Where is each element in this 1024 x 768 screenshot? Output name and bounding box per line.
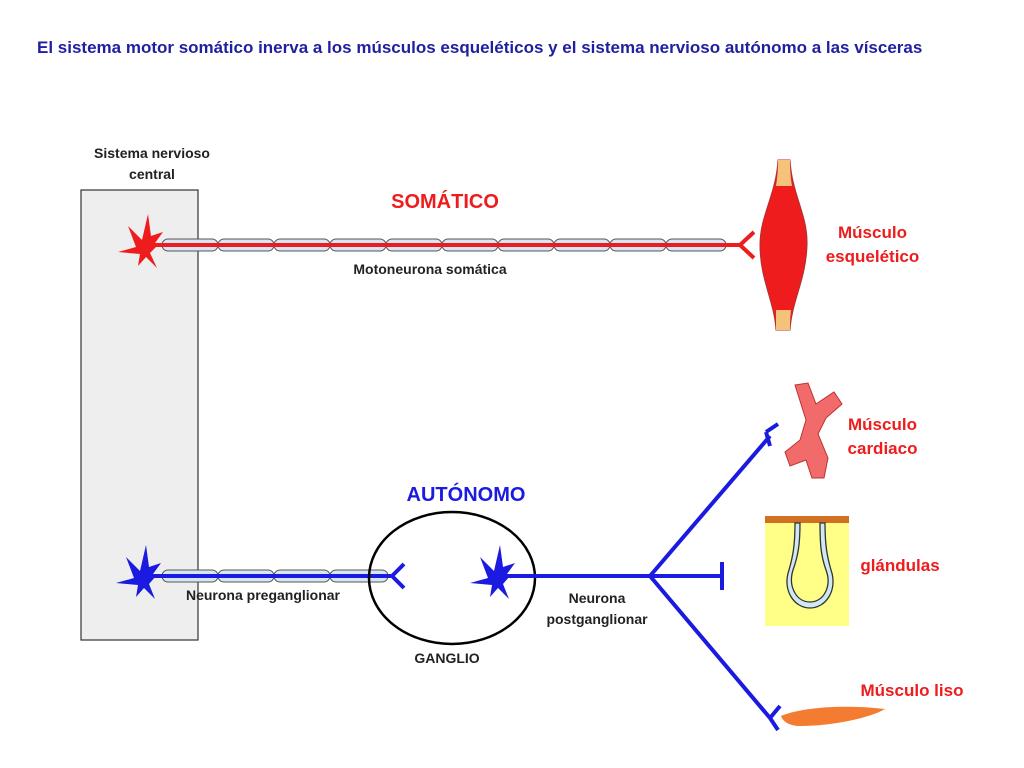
somatic-neuron-label: Motoneurona somática <box>353 261 507 277</box>
smooth-muscle-label: Músculo liso <box>860 681 964 700</box>
cns-label-line1: Sistema nervioso <box>94 145 210 161</box>
cardiac-label-line2: cardiaco <box>847 439 918 458</box>
cardiac-muscle-label: Músculo cardiaco <box>825 413 940 461</box>
cardiac-terminal <box>764 422 780 447</box>
skeletal-tendon-top <box>776 160 792 186</box>
smooth-muscle-shape <box>781 706 885 726</box>
postganglionic-label-line2: postganglionar <box>546 611 648 627</box>
preganglionic-neuron-body <box>116 545 161 599</box>
gland-duct <box>786 522 834 609</box>
gland-background <box>765 516 849 626</box>
skeletal-label-line2: esquelético <box>825 247 920 266</box>
somatic-terminal <box>738 230 756 260</box>
diagram-title: El sistema motor somático inerva a los m… <box>37 38 923 57</box>
postganglionic-label: Neurona postganglionar <box>522 588 672 630</box>
ganglion-label: GANGLIO <box>414 650 480 666</box>
preganglionic-label: Neurona preganglionar <box>185 587 341 603</box>
somatic-neuron-body <box>118 214 163 268</box>
preganglionic-terminal <box>390 562 406 590</box>
gland-surface <box>765 516 849 523</box>
glands-label: glándulas <box>860 556 940 575</box>
autonomic-heading: AUTÓNOMO <box>406 484 526 506</box>
postganglionic-neuron-body <box>470 545 515 599</box>
cns-box <box>80 189 199 641</box>
skeletal-tendon-bottom <box>776 310 791 330</box>
cns-label: Sistema nervioso central <box>60 143 244 185</box>
cardiac-muscle-shape <box>784 382 843 479</box>
cns-label-line2: central <box>129 166 175 182</box>
skeletal-muscle-label: Músculo esquelético <box>805 221 940 269</box>
smooth-terminal <box>768 704 782 732</box>
cardiac-label-line1: Músculo <box>848 415 917 434</box>
somatic-heading: SOMÁTICO <box>391 191 499 213</box>
skeletal-label-line1: Músculo <box>838 223 907 242</box>
branch-to-cardiac <box>648 434 772 578</box>
postganglionic-label-line1: Neurona <box>568 590 626 606</box>
branch-to-smooth <box>648 574 772 720</box>
